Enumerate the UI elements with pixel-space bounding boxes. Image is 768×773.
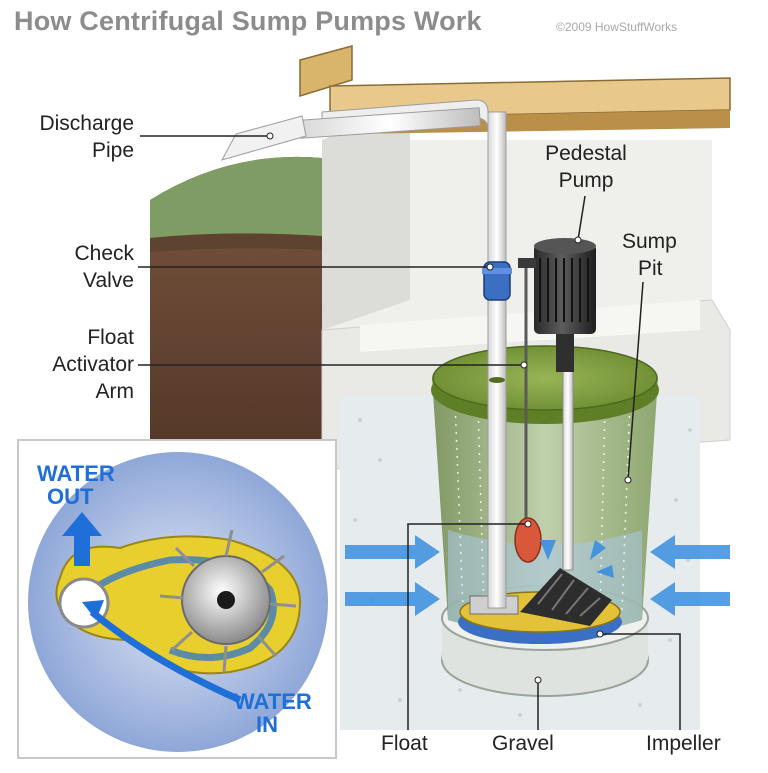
pit-perforations — [454, 399, 631, 613]
impeller-center — [217, 591, 235, 609]
leader-float — [407, 523, 528, 730]
soil-edge — [150, 233, 322, 252]
leader-impeller — [600, 633, 681, 730]
motor-fins — [539, 258, 589, 322]
pipe-lid-opening — [489, 377, 505, 383]
check-valve-band — [482, 268, 512, 274]
water-flow-arrow — [650, 582, 730, 616]
pit-lid — [432, 345, 658, 411]
leader-pedestal-pump — [577, 195, 586, 241]
label-check-valve: Check Valve — [74, 242, 134, 292]
impeller-housing — [520, 568, 612, 626]
floor-top — [360, 300, 700, 352]
label-sump-pit: Sump Pit — [622, 230, 677, 280]
water-flow-arrow — [650, 535, 730, 569]
wall-edge — [322, 102, 410, 330]
switch-box — [518, 258, 536, 268]
up-arrow-icon — [62, 512, 102, 566]
page-title: How Centrifugal Sump Pumps Work — [14, 6, 482, 36]
impeller-vanes — [537, 573, 601, 617]
curved-arrow-icon — [89, 609, 242, 704]
label-pedestal-pump: Pedestal Pump — [545, 142, 627, 192]
inset-impeller-vanes — [159, 529, 297, 673]
label-gravel: Gravel — [492, 732, 554, 755]
label-float-activator-arm: Float Activator Arm — [52, 326, 134, 403]
leader-sump-pit — [627, 281, 644, 481]
copyright-notice: ©2009 HowStuffWorks — [556, 20, 678, 34]
water-flow-arrow — [345, 582, 440, 616]
leader-dots — [266, 132, 632, 684]
motor-neck — [556, 334, 574, 372]
grass-surface — [150, 156, 322, 240]
interior-wall — [322, 140, 712, 330]
label-water-in: WATER IN — [234, 689, 312, 737]
wood-post — [299, 45, 353, 98]
label-discharge-pipe: Discharge Pipe — [39, 112, 134, 162]
leader-lines — [138, 135, 681, 730]
water-flow-arrows — [345, 535, 730, 616]
label-water-out: WATER OUT — [37, 461, 115, 509]
curved-arrow-head — [82, 600, 104, 620]
label-impeller: Impeller — [646, 732, 721, 755]
discharge-pipe-vertical — [487, 111, 507, 609]
label-float: Float — [381, 732, 428, 755]
motor-cap — [534, 238, 596, 254]
pump-shaft — [562, 369, 574, 571]
intake-arrows — [540, 540, 614, 578]
discharge-pipe-outlet — [220, 115, 307, 161]
water-flow-arrow — [345, 535, 440, 569]
